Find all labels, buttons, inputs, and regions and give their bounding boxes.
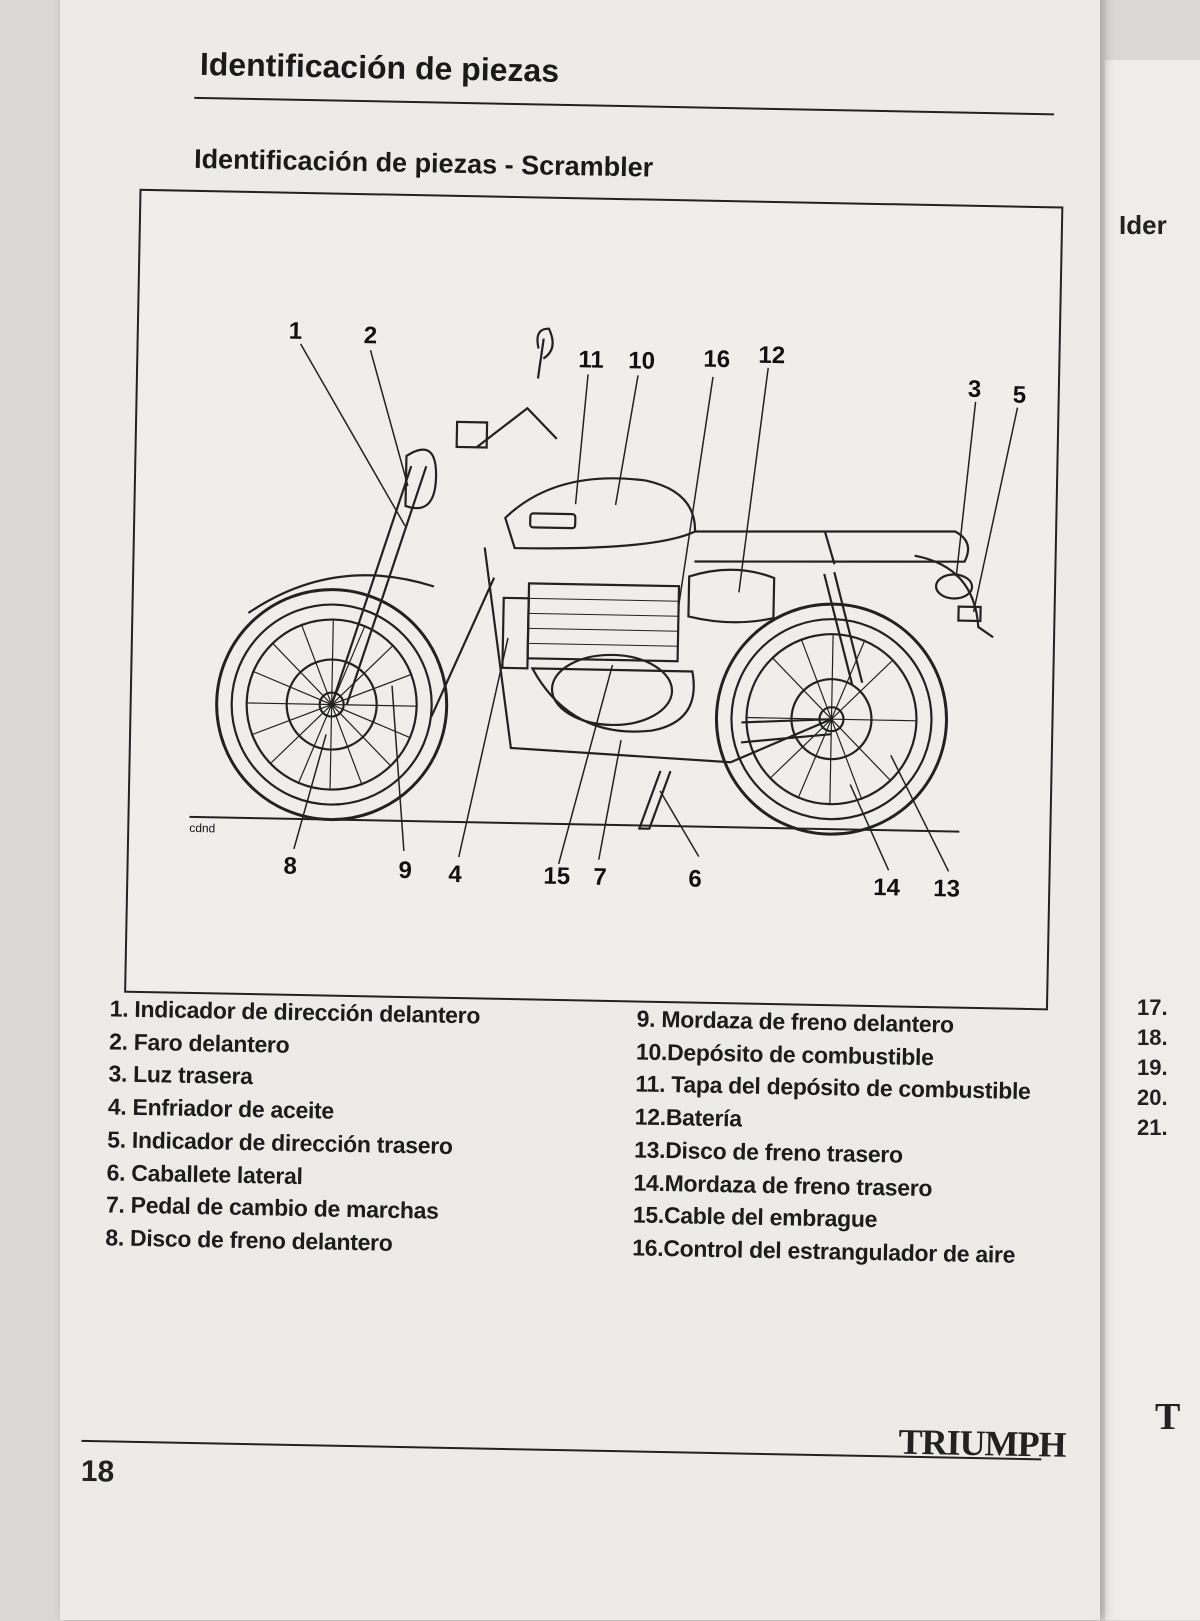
facing-list-item: 19.	[1137, 1055, 1168, 1080]
callout-7: 7	[593, 864, 607, 891]
facing-list-item: 17.	[1137, 995, 1168, 1020]
callout-14: 14	[873, 874, 901, 902]
callout-11: 11	[578, 346, 604, 373]
facing-page-heading: Ider	[1119, 210, 1167, 240]
triumph-logo: TRIUMPH	[898, 1421, 1066, 1465]
facing-list-item: 18.	[1137, 1025, 1168, 1050]
callout-15: 15	[543, 863, 570, 891]
facing-logo: T	[1155, 1396, 1181, 1438]
callout-13: 13	[933, 875, 960, 903]
callout-10: 10	[628, 347, 655, 375]
motorcycle-illustration: 1 2 3 4 5 6 7 8 9 10 11 12 13 14 15 16 c…	[189, 318, 1026, 903]
callout-5: 5	[1012, 382, 1026, 409]
section-title: Identificación de piezas - Scrambler	[193, 143, 654, 183]
diagram-code: cdnd	[189, 821, 215, 835]
facing-page: Ider 17. 18. 19. 20. 21. T	[1105, 60, 1200, 1620]
callout-2: 2	[363, 322, 377, 349]
callout-12: 12	[758, 342, 785, 370]
callout-8: 8	[283, 853, 297, 880]
title-divider	[194, 96, 1055, 116]
callout-4: 4	[448, 861, 463, 888]
parts-list-right: 9. Mordaza de freno delantero 10.Depósit…	[632, 1002, 1032, 1271]
page-title: Identificación de piezas	[199, 45, 560, 89]
part-item: 16.Control del estrangulador de aire	[632, 1234, 1016, 1268]
callout-9: 9	[398, 857, 412, 884]
page-number: 18	[80, 1454, 115, 1489]
facing-list-item: 20.	[1137, 1085, 1168, 1110]
facing-list-item: 21.	[1137, 1115, 1168, 1140]
motorcycle-diagram: 1 2 3 4 5 6 7 8 9 10 11 12 13 14 15 16 c…	[124, 188, 1064, 1011]
callout-1: 1	[289, 318, 303, 345]
callout-16: 16	[703, 346, 730, 374]
callout-6: 6	[688, 865, 702, 892]
parts-list-left: 1. Indicador de dirección delantero 2. F…	[105, 992, 480, 1261]
callout-3: 3	[968, 376, 982, 403]
